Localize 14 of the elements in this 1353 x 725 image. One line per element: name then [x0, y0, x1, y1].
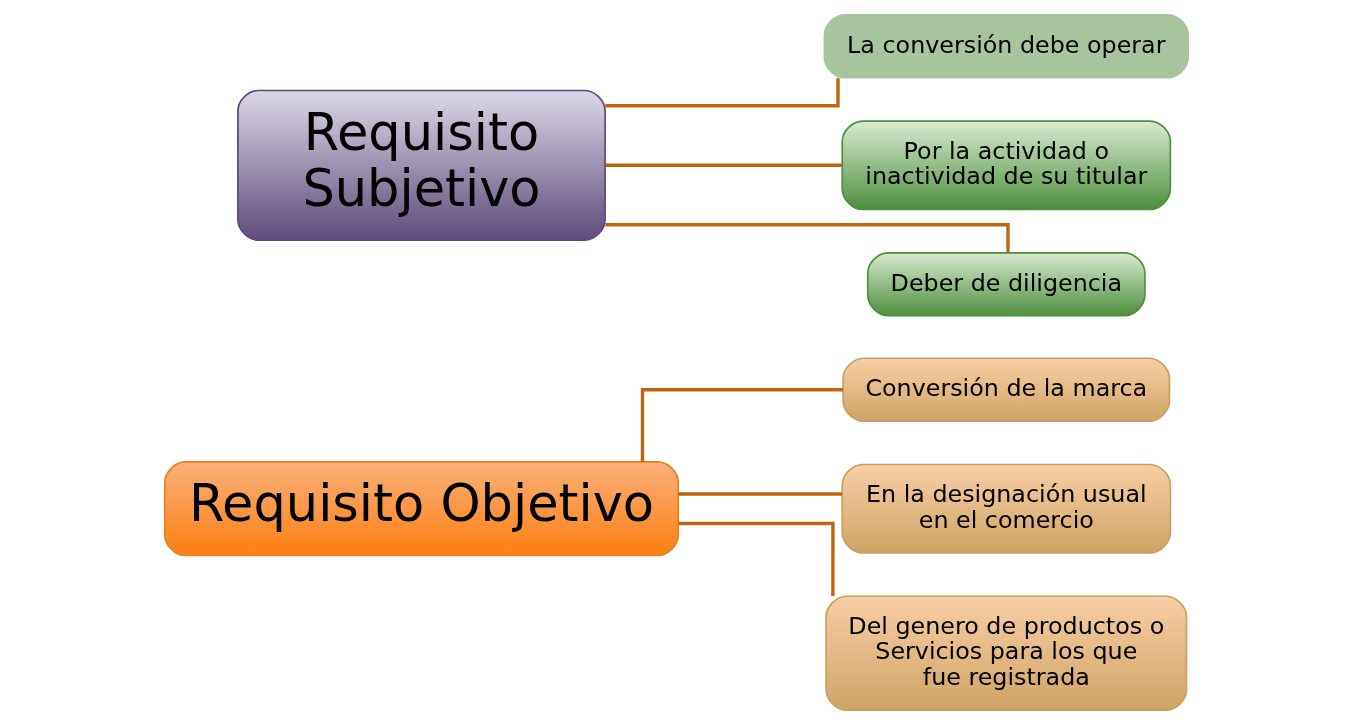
- connector: [678, 492, 842, 496]
- node-box: Conversión de la marca: [842, 357, 1171, 422]
- node-box: La conversión debe operar: [823, 14, 1190, 79]
- node-box: Por la actividad o inactividad de su titular: [841, 120, 1172, 211]
- connector: [640, 388, 843, 462]
- connector: [605, 223, 1010, 253]
- node-box: Del genero de productos o Servicios para los que fue registrada: [825, 595, 1188, 711]
- connector: [678, 521, 835, 596]
- connector: [605, 163, 842, 167]
- node-box: Deber de diligencia: [866, 252, 1146, 317]
- node-box: Requisito Subjetivo: [237, 89, 606, 241]
- node-box: En la designación usual en el comercio: [841, 463, 1172, 554]
- connector: [605, 78, 840, 108]
- node-box: Requisito Objetivo: [163, 461, 680, 557]
